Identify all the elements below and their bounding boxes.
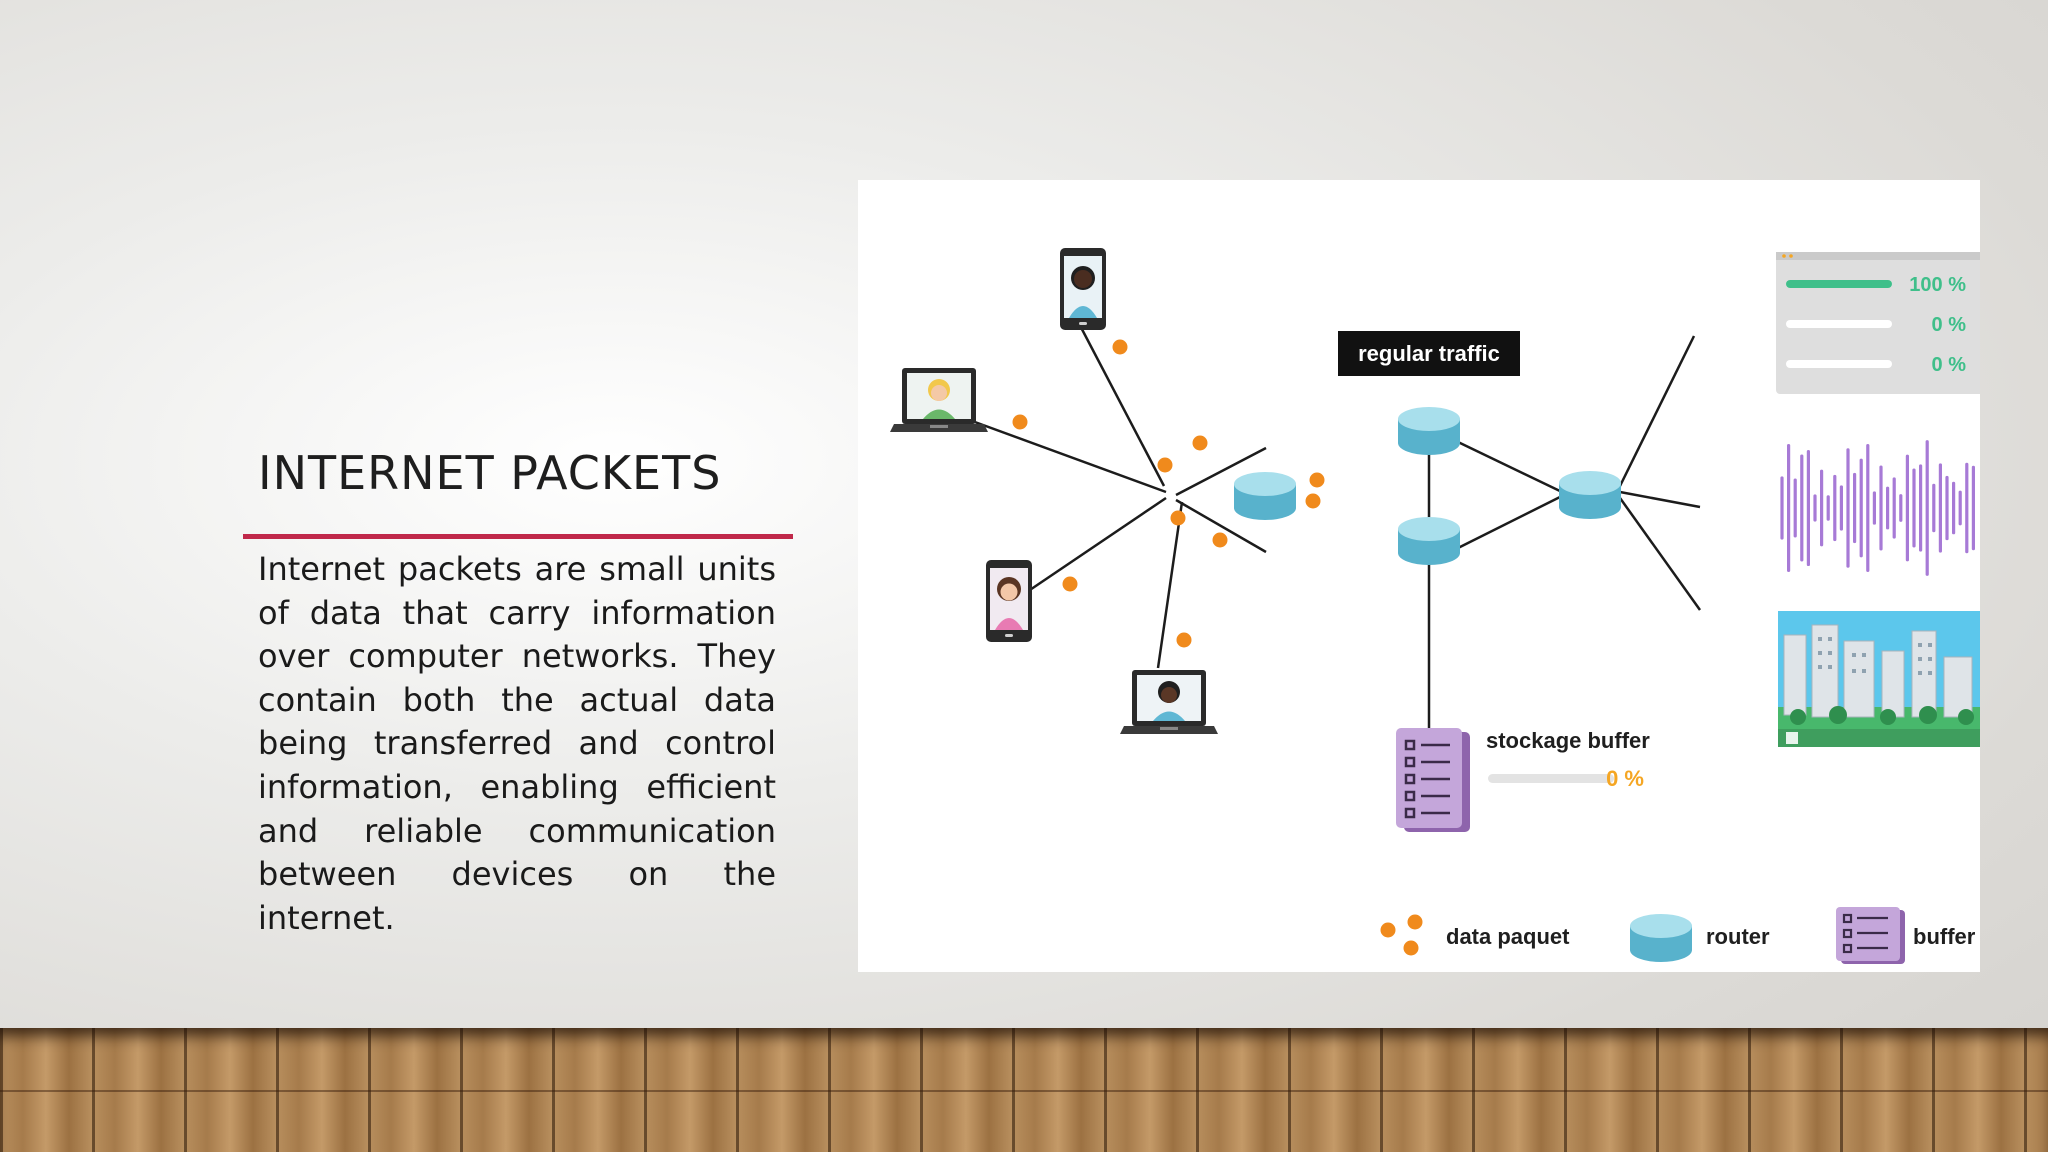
legend-router-icon: [1630, 914, 1692, 962]
progress-window: 100 % 0 % 0 %: [1776, 252, 1980, 394]
progress-track: [1786, 320, 1892, 328]
progress-fill: [1786, 280, 1892, 288]
buffer-icon: [1396, 728, 1470, 832]
network-links: [941, 313, 1702, 728]
laptop-user-icon: [1120, 670, 1218, 734]
buffer-progress-track: [1488, 774, 1614, 783]
legend: data paquet router buffer: [1380, 907, 1976, 964]
router-icon: [1559, 471, 1621, 519]
video-thumbnail-icon: [1778, 611, 1980, 747]
phone-user-icon: [986, 560, 1032, 642]
router-icon: [1398, 407, 1460, 455]
legend-packet-label: data paquet: [1446, 924, 1570, 949]
network-diagram: regular traffic stockage buffer 0 % 100 …: [858, 180, 1980, 972]
traffic-label-text: regular traffic: [1358, 341, 1500, 366]
buffer-percent: 0 %: [1606, 766, 1644, 791]
legend-buffer-label: buffer: [1913, 924, 1976, 949]
floor-seam: [0, 1090, 2048, 1092]
wooden-floor: [0, 1028, 2048, 1152]
traffic-label: regular traffic: [1338, 331, 1520, 376]
waveform-icon: [1780, 440, 1976, 576]
progress-track: [1786, 360, 1892, 368]
slide-body-text: Internet packets are small units of data…: [258, 550, 776, 937]
progress-percent: 100 %: [1909, 274, 1966, 296]
router-icon: [1398, 517, 1460, 565]
data-packets: [1012, 339, 1325, 648]
legend-buffer-icon: [1836, 907, 1905, 964]
buffer-label: stockage buffer: [1486, 728, 1650, 753]
laptop-user-icon: [890, 368, 988, 432]
title-underline: [243, 534, 793, 539]
progress-percent: 0 %: [1932, 314, 1967, 336]
progress-percent: 0 %: [1932, 354, 1967, 376]
slide-title: INTERNET PACKETS: [258, 446, 722, 500]
router-icon: [1234, 472, 1296, 520]
legend-router-label: router: [1706, 924, 1770, 949]
legend-packet-icon: [1380, 914, 1423, 956]
phone-user-icon: [1060, 248, 1106, 330]
